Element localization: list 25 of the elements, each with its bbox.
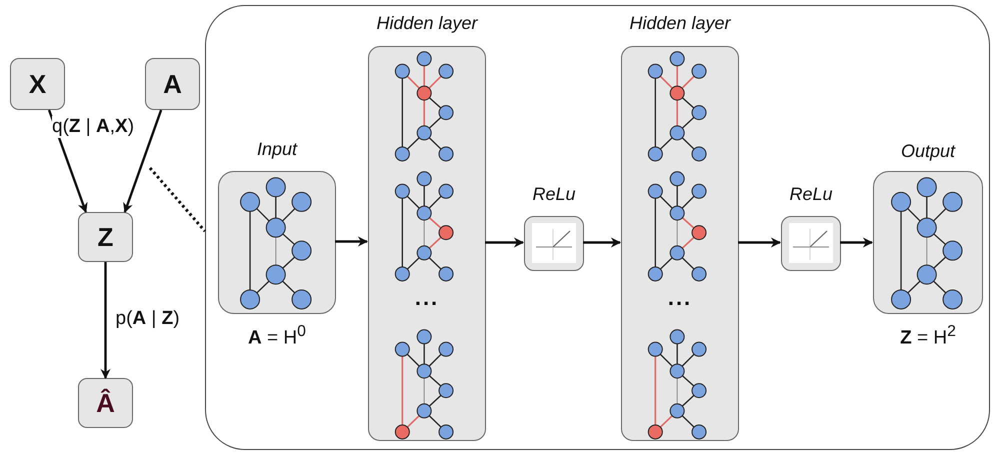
ellipsis-text: ... — [414, 285, 440, 311]
formula-text: Z = H$^{2}$ — [899, 323, 957, 350]
layer-title: ReLu — [531, 184, 577, 205]
variable-box: A — [145, 58, 200, 110]
layer-title: Output — [900, 141, 956, 162]
ellipsis-text: ... — [666, 285, 694, 311]
variable-box: X — [10, 58, 65, 110]
dotted-line — [148, 167, 206, 232]
layer-title: ReLu — [788, 184, 834, 205]
variable-box: Â — [78, 378, 133, 428]
arrow — [738, 237, 781, 248]
layer-title: Hidden layer — [628, 13, 732, 34]
layer-title: Input — [256, 139, 298, 160]
arrow — [583, 237, 621, 248]
arrow — [485, 237, 524, 248]
variable-box: Z — [78, 212, 133, 262]
layer-title: Hidden layer — [375, 13, 479, 34]
formula-text: A = H$^{0}$ — [247, 323, 307, 350]
arrow — [100, 262, 111, 379]
arrow — [840, 237, 873, 248]
arrow — [335, 236, 368, 247]
formula-label: q(Z | A,X) — [52, 116, 134, 138]
edge-label: p(A | Z) — [116, 308, 180, 330]
encoder-panel — [205, 5, 990, 450]
arrow — [123, 110, 162, 213]
